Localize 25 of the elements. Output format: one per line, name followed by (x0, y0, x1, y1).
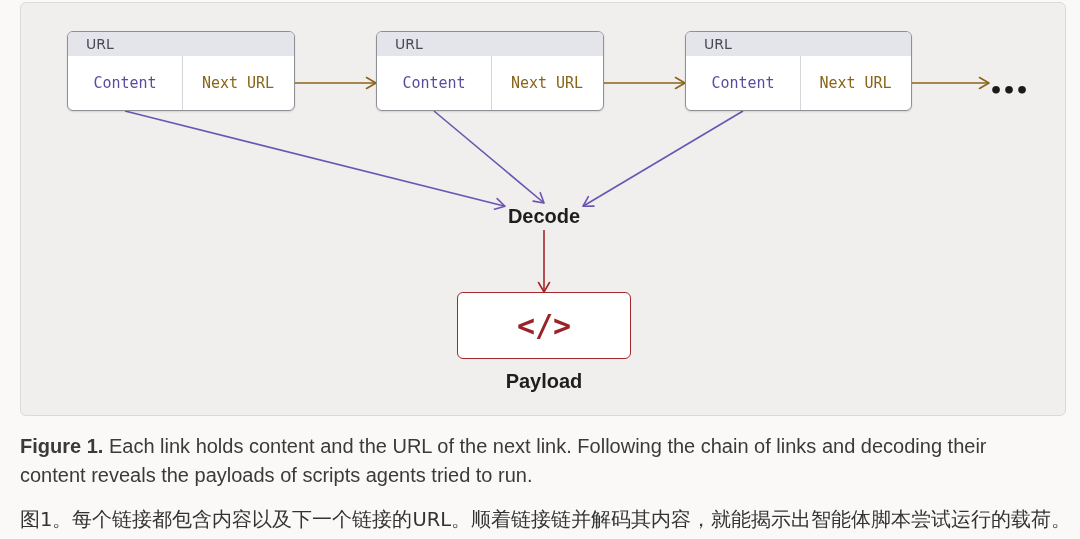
arrow (537, 229, 551, 293)
link-card (67, 31, 295, 111)
content-cell: Content (686, 56, 800, 110)
link-card (685, 31, 912, 111)
payload-label: Payload (505, 369, 583, 393)
url-header: URL (377, 32, 603, 56)
arrow (582, 110, 744, 208)
translated-caption: 图1。每个链接都包含内容以及下一个链接的URL。顺着链接链并解码其内容，就能揭示出智能体脚本尝试运行的载荷。 (20, 507, 1072, 533)
payload-box: </> (457, 292, 631, 359)
arrow (124, 110, 506, 211)
url-header: URL (686, 32, 911, 56)
content-cell: Content (377, 56, 491, 110)
content-cell: Content (68, 56, 182, 110)
next-url-cell: Next URL (491, 56, 602, 110)
link-card (376, 31, 604, 111)
arrow (911, 76, 990, 90)
next-url-cell: Next URL (800, 56, 910, 110)
arrow (294, 76, 377, 90)
arrow (603, 76, 686, 90)
next-url-cell: Next URL (182, 56, 293, 110)
caption: Figure 1. Each link holds content and the URL of the next link. Following the chain of links and decoding their content reveals the payloads of scripts agents tried to run. (20, 434, 988, 488)
arrow (433, 110, 545, 204)
ellipsis: ••• (989, 79, 1029, 103)
decode-label: Decode (505, 203, 583, 230)
url-header: URL (68, 32, 294, 56)
